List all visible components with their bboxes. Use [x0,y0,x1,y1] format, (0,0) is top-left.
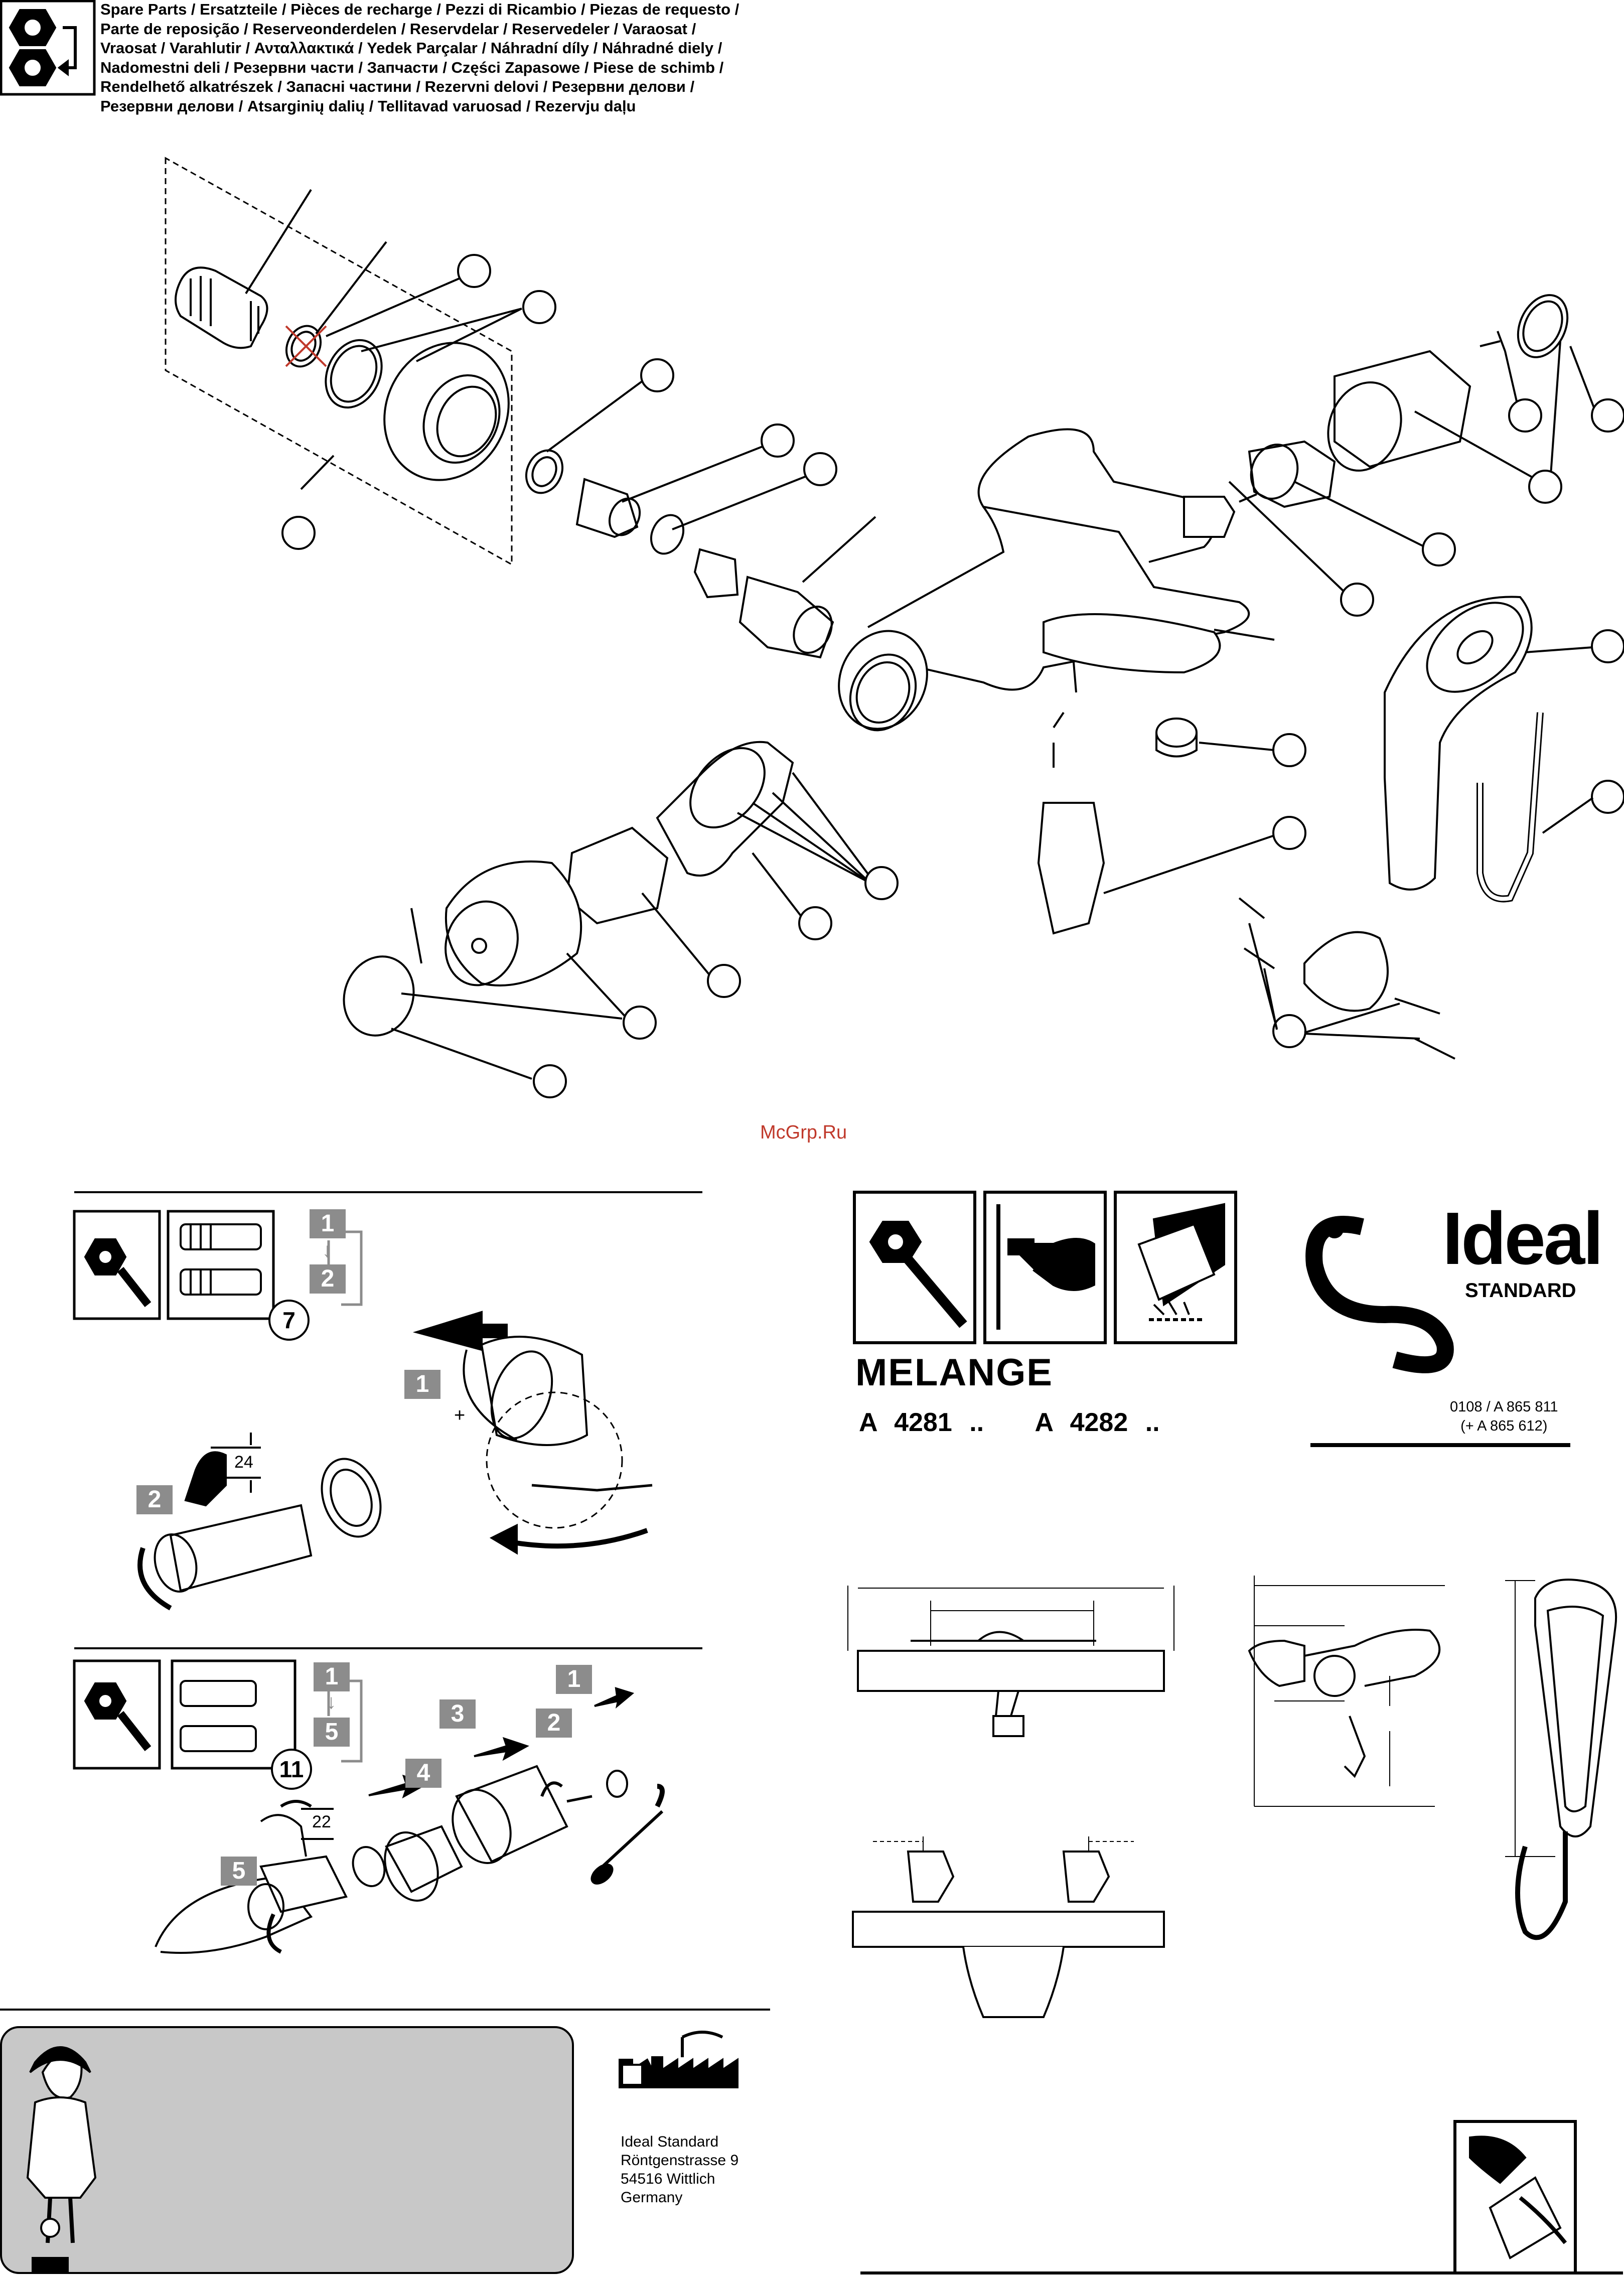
watermark[interactable]: McGrp.Ru [760,1122,847,1143]
brand-logo-subtext: STANDARD [1465,1279,1576,1302]
section1-lines [73,1191,702,1611]
document-code-line2: (+ A 865 612) [1460,1418,1548,1434]
product-name: MELANGE [855,1351,1053,1394]
section2-number: 11 [271,1749,312,1790]
section1-number: 7 [268,1300,310,1341]
seq-down-arrow-icon: ↓ [322,1239,332,1261]
seq-down-arrow-icon: ↓ [326,1691,336,1713]
step1-box: 1 [404,1370,440,1399]
address-line1: Ideal Standard [621,2133,719,2150]
manufacturer-address: Ideal Standard Röntgenstrasse 9 54516 Wi… [621,2132,739,2207]
header-line-3: Vraosat / Varahlutir / Ανταλλακτικά / Ye… [100,39,722,57]
step4-box: 4 [405,1759,441,1788]
header-line-5: Rendelhető alkatrészek / Запасні частини… [100,78,695,96]
address-line2: Röntgenstrasse 9 [621,2152,739,2169]
spare-parts-icon [0,0,96,96]
exploded-diagram [165,157,1624,1098]
right-icons-lines [853,1191,1570,1447]
step5-box: 5 [221,1857,257,1886]
product-codes: A 4281 .. A 4282 .. [859,1408,1160,1437]
header-line-2: Parte de reposição / Reserveonderdelen /… [100,20,696,38]
section2-lines [73,1647,702,1954]
step3-box: 3 [439,1699,476,1729]
seq-box-5: 5 [314,1718,350,1747]
brand-logo-text: Ideal [1442,1197,1603,1280]
wrench-size-22: 22 [312,1812,331,1831]
spare-parts-header: Spare Parts / Ersatzteile / Pièces de re… [100,0,853,116]
service-box-lines [0,2009,1623,2274]
dimension-drawings [847,1576,1617,2018]
document-code-line1: 0108 / A 865 811 [1450,1399,1558,1415]
seq-box-2: 2 [310,1264,346,1294]
step1-box: 1 [556,1665,592,1694]
header-line-4: Nadomestni deli / Резервни части / Запча… [100,58,724,76]
wrench-size-24: 24 [234,1453,253,1472]
seq-box-1: 1 [314,1662,350,1691]
header-line-1: Spare Parts / Ersatzteile / Pièces de re… [100,1,740,18]
document-code: 0108 / A 865 811 (+ A 865 612) [1450,1397,1558,1436]
step2-box: 2 [136,1485,173,1514]
address-line4: Germany [621,2189,683,2206]
header-line-6: Резервни делови / Atsarginių dalių / Tel… [100,97,636,115]
seq-box-1: 1 [310,1209,346,1238]
plus-sign: + [454,1405,466,1426]
step2-box: 2 [536,1709,572,1738]
address-line3: 54516 Wittlich [621,2171,715,2187]
